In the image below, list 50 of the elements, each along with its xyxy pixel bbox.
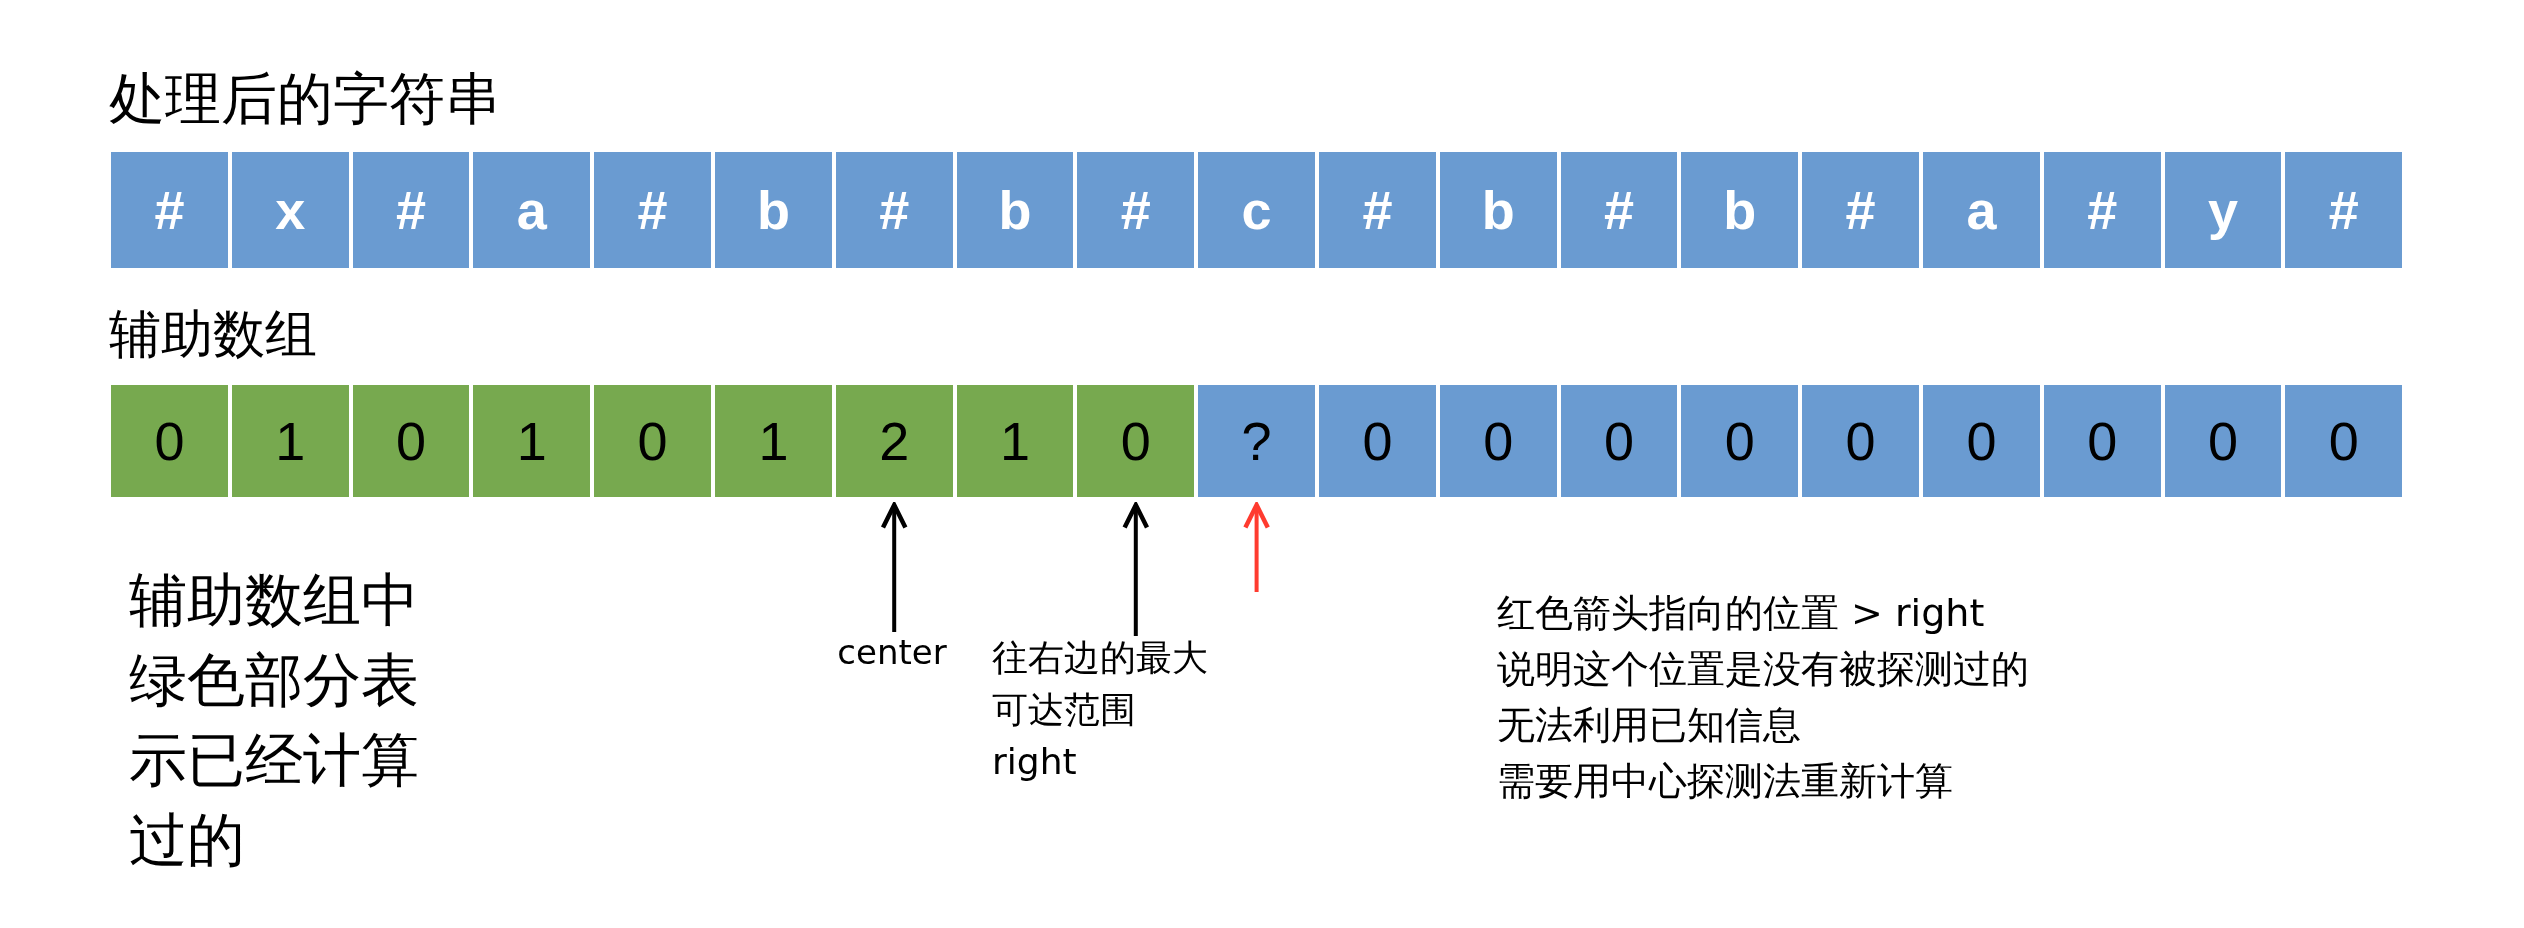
string-cell: b xyxy=(954,150,1076,270)
string-cell: # xyxy=(592,150,713,270)
note-text: 需要用中心探测法重新计算 xyxy=(1497,758,1953,805)
string-cell: b xyxy=(713,150,834,270)
string-cell: b xyxy=(1679,150,1801,270)
array-value-cell: 1 xyxy=(713,383,834,499)
string-cell: # xyxy=(109,150,230,270)
array-value-cell: 1 xyxy=(954,383,1076,499)
array-value-cell: 1 xyxy=(471,383,593,499)
array-value-cell: 0 xyxy=(1800,383,1921,499)
string-cell: # xyxy=(1075,150,1197,270)
array-value-cell: 0 xyxy=(1679,383,1801,499)
string-cell: x xyxy=(229,150,351,270)
array-value-cell: 0 xyxy=(592,383,713,499)
array-value-cell: 0 xyxy=(2041,383,2163,499)
string-cell: # xyxy=(2283,150,2405,270)
array-value-cell: ? xyxy=(1196,383,1317,499)
string-cell: # xyxy=(1800,150,1921,270)
string-cell: # xyxy=(1317,150,1438,270)
array-value-cell: 0 xyxy=(1317,383,1438,499)
section-title: 处理后的字符串 xyxy=(109,65,501,133)
note-text: 辅助数组中绿色部分表示已经计算过的 xyxy=(129,565,420,877)
arrow xyxy=(1122,502,1150,636)
arrow xyxy=(880,502,908,632)
array-value-cell: 0 xyxy=(2283,383,2405,499)
arrow xyxy=(1243,502,1271,592)
string-cell: b xyxy=(1437,150,1559,270)
string-cell: y xyxy=(2162,150,2284,270)
string-cell: c xyxy=(1196,150,1317,270)
string-cell: a xyxy=(1921,150,2042,270)
array-value-cell: 1 xyxy=(229,383,351,499)
string-cell: # xyxy=(833,150,955,270)
array-value-cell: 0 xyxy=(1558,383,1680,499)
string-cell: # xyxy=(1558,150,1680,270)
string-cell: # xyxy=(2041,150,2163,270)
note-text: 无法利用已知信息 xyxy=(1497,702,1801,749)
pointer-label: 往右边的最大可达范围 right xyxy=(992,632,1214,789)
array-value-cell: 0 xyxy=(350,383,472,499)
string-cell: # xyxy=(350,150,472,270)
array-value-cell: 0 xyxy=(1921,383,2042,499)
array-value-cell: 0 xyxy=(109,383,230,499)
section-title: 辅助数组 xyxy=(109,303,317,366)
array-value-cell: 0 xyxy=(2162,383,2284,499)
note-text: 红色箭头指向的位置 > right xyxy=(1497,590,1985,637)
string-cell: a xyxy=(471,150,593,270)
array-value-cell: 2 xyxy=(833,383,955,499)
array-value-cell: 0 xyxy=(1437,383,1559,499)
pointer-label: center xyxy=(822,628,962,678)
array-value-cell: 0 xyxy=(1075,383,1197,499)
note-text: 说明这个位置是没有被探测过的 xyxy=(1497,646,2029,693)
